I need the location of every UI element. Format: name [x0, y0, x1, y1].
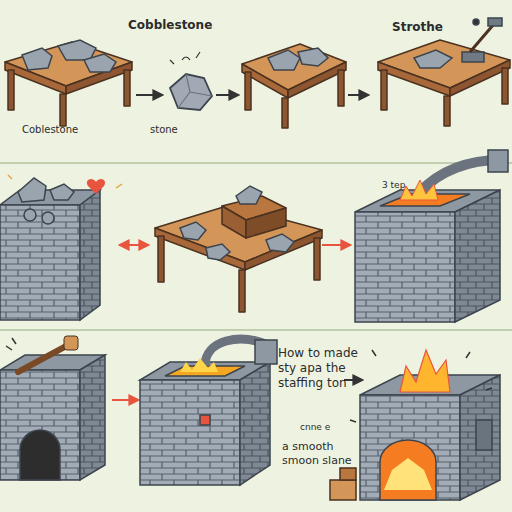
step-label: How to made sty apa the staffing ton	[278, 346, 360, 391]
step-label: cnne e	[300, 422, 370, 433]
step-label: a smooth smoon slane	[282, 440, 354, 468]
step-label: Strothe	[392, 20, 492, 35]
step-label: Cobblestone	[128, 18, 248, 33]
step-label: stone	[150, 124, 220, 137]
step-label: Coblestone	[22, 124, 132, 137]
step-label: 3 tep	[382, 180, 442, 191]
